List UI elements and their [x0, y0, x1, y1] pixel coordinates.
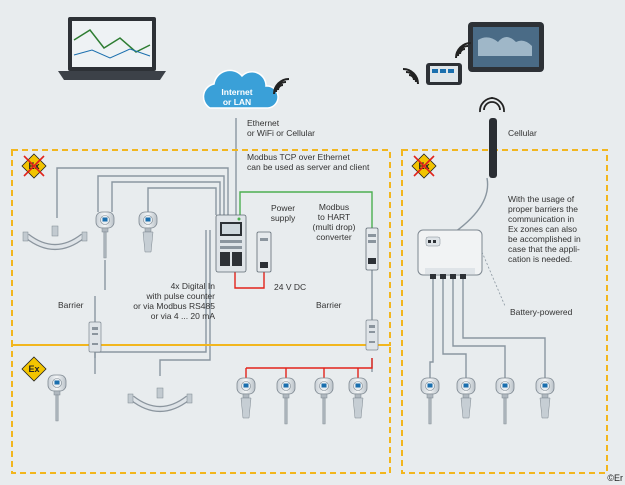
- radar-sensor-icon: [139, 212, 157, 252]
- hart-converter-label: Modbus to HART (multi drop) converter: [304, 202, 364, 242]
- note-line: can be used as server and client: [247, 162, 370, 172]
- note-line: Ethernet: [247, 118, 280, 128]
- hart-converter-device: [365, 227, 379, 271]
- note-line: 4x Digital In: [170, 281, 215, 291]
- power-supply-label: Power supply: [265, 203, 301, 223]
- barrier-label-left: Barrier: [58, 300, 84, 310]
- level-probe-icon: [277, 378, 295, 424]
- ex-zone-right: [401, 149, 608, 474]
- level-probe-icon: [48, 375, 66, 421]
- cloud-label-line: Internet: [221, 87, 253, 97]
- cloud-label-line: or LAN: [222, 96, 252, 107]
- barrier-device-left: [88, 321, 102, 353]
- flowmeter-icon: [23, 226, 87, 247]
- radar-sensor-icon: [457, 378, 475, 418]
- level-probe-icon: [315, 378, 333, 424]
- cellular-antenna-icon: [479, 97, 505, 178]
- ex-zone-lower: [11, 344, 391, 474]
- note-line: to HART: [317, 212, 351, 222]
- note-line: supply: [270, 213, 296, 223]
- radar-sensor-icon: [349, 378, 367, 418]
- barrier-note: With the usage of proper barriers the co…: [508, 194, 604, 264]
- laptop-icon: [58, 17, 166, 80]
- radar-sensor-icon: [536, 378, 554, 418]
- flowmeter-icon: [128, 388, 192, 409]
- level-probe-icon: [496, 378, 514, 424]
- battery-label: Battery-powered: [510, 307, 573, 317]
- phone-icon: [426, 63, 462, 85]
- inputs-note: 4x Digital In with pulse counter or via …: [123, 281, 215, 321]
- note-line: or via Modbus RS485: [133, 301, 215, 311]
- ex-zone-upper: [11, 149, 391, 346]
- gateway-device: [215, 214, 247, 273]
- power-lines: [234, 272, 373, 378]
- copyright-mark: ©Er: [607, 473, 623, 483]
- level-probe-icon: [421, 378, 439, 424]
- note-line: cation is needed.: [508, 254, 573, 264]
- ex-symbol-crossed: Ex: [21, 153, 47, 179]
- note-line: Modbus: [318, 202, 350, 212]
- note-line: be accomplished in: [508, 234, 581, 244]
- ethernet-line: [239, 191, 373, 228]
- wifi-icon: [402, 68, 419, 85]
- modbus-tcp-note: Modbus TCP over Ethernet can be used as …: [247, 152, 369, 172]
- note-line: or via 4 ... 20 mA: [150, 311, 215, 321]
- wifi-icon: [273, 78, 290, 95]
- barrier-label-right: Barrier: [316, 300, 342, 310]
- level-probe-icon: [96, 212, 114, 258]
- note-line: communication in: [508, 214, 575, 224]
- ex-label: Ex: [28, 364, 39, 374]
- note-line: Modbus TCP over Ethernet: [247, 152, 350, 162]
- note-line: Ex zones can also: [508, 224, 577, 234]
- ex-symbol: Ex: [21, 356, 47, 382]
- connectivity-note: Ethernet or WiFi or Cellular: [247, 118, 315, 138]
- radar-sensor-icon: [237, 378, 255, 418]
- tablet-icon: [468, 22, 544, 72]
- note-line: proper barriers the: [508, 204, 578, 214]
- note-line: with pulse counter: [146, 291, 215, 301]
- battery-edge-device: [417, 229, 483, 279]
- cloud-label: Internet or LAN: [203, 87, 271, 107]
- note-line: converter: [316, 232, 352, 242]
- note-line: (multi drop): [312, 222, 356, 232]
- note-line: With the usage of: [508, 194, 575, 204]
- note-line: case that the appli-: [508, 244, 580, 254]
- dc-label: 24 V DC: [274, 282, 307, 292]
- barrier-device-right: [365, 319, 379, 351]
- ex-symbol-crossed-right: Ex: [411, 153, 437, 179]
- cellular-label: Cellular: [508, 128, 537, 138]
- cloud-icon: [202, 69, 279, 109]
- note-line: Power: [270, 203, 296, 213]
- note-line: or WiFi or Cellular: [247, 128, 316, 138]
- power-supply-device: [256, 231, 272, 273]
